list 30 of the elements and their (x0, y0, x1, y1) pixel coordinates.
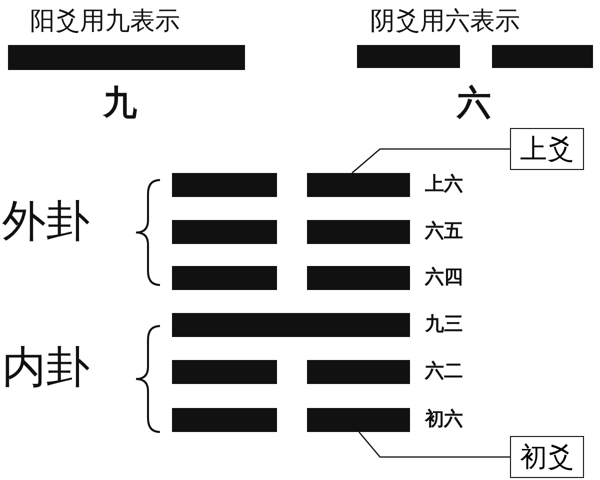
line-name: 六四 (425, 268, 463, 287)
broken-line-segment (307, 220, 410, 244)
solid-line-bar (172, 313, 410, 337)
numeral-label: 六 (457, 86, 491, 120)
broken-line-segment (172, 408, 277, 432)
numeral-label: 九 (103, 86, 137, 120)
broken-line-segment (307, 266, 410, 290)
trigram-label: 内卦 (2, 346, 90, 390)
broken-line-segment (307, 360, 410, 384)
line-name: 六二 (425, 362, 463, 381)
broken-line-segment (307, 408, 410, 432)
solid-line-bar (8, 45, 245, 70)
line-name: 上六 (425, 175, 463, 194)
line-name: 六五 (425, 222, 463, 241)
broken-line-segment (172, 220, 277, 244)
broken-line-segment (172, 173, 277, 197)
broken-line-segment (492, 45, 593, 68)
leader-line (358, 432, 510, 458)
line-name: 初六 (425, 410, 463, 429)
broken-line-segment (172, 360, 277, 384)
broken-line-segment (307, 173, 410, 197)
callout-box: 上爻 (510, 128, 584, 170)
line-name: 九三 (425, 315, 463, 334)
broken-line-segment (172, 266, 277, 290)
broken-line-segment (357, 45, 460, 68)
callout-box: 初爻 (510, 436, 584, 478)
heading-text: 阴爻用六表示 (370, 8, 520, 33)
trigram-label: 外卦 (2, 200, 90, 244)
heading-text: 阳爻用九表示 (30, 8, 180, 33)
leader-line (352, 148, 510, 174)
